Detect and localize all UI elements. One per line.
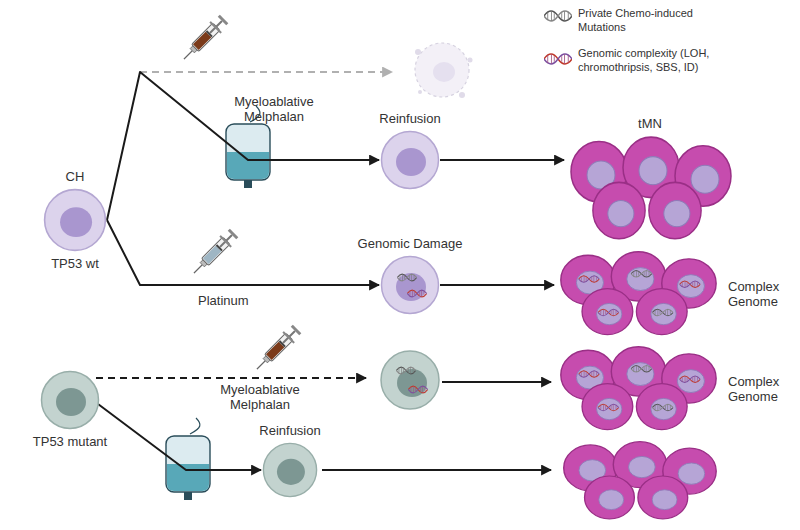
node-label: Genomic Damage bbox=[358, 236, 463, 251]
node-label: Reinfusion bbox=[259, 423, 320, 438]
damaged-mutant-cell bbox=[381, 351, 439, 409]
edge-label: Platinum bbox=[198, 293, 249, 308]
ch-cell: CHTP53 wt bbox=[43, 188, 107, 252]
tmn-cluster: Complex Genome bbox=[555, 345, 720, 433]
arrow bbox=[322, 469, 551, 471]
syringe bbox=[251, 323, 303, 375]
dashed-arrow bbox=[140, 71, 392, 73]
cell-shape bbox=[262, 442, 318, 498]
node-label: tMN bbox=[638, 116, 662, 131]
mutant-cell: TP53 mutant bbox=[40, 370, 100, 430]
dna-icon bbox=[544, 54, 572, 64]
connector bbox=[107, 72, 379, 220]
dashed-arrow bbox=[96, 377, 366, 379]
cell-shape bbox=[380, 255, 440, 315]
damaged-cell: Genomic Damage bbox=[380, 255, 440, 315]
cell-shape bbox=[43, 188, 107, 252]
cell-shape bbox=[40, 370, 100, 430]
drug-label: Myeloablative Melphalan bbox=[228, 94, 320, 124]
syringe bbox=[178, 13, 230, 65]
tmn-cluster bbox=[564, 442, 716, 519]
node-label: CH bbox=[66, 169, 85, 184]
tmn-cluster: Complex Genome bbox=[555, 250, 720, 338]
reinfused-cell: Reinfusion bbox=[380, 130, 440, 190]
node-label: Complex Genome bbox=[728, 374, 790, 404]
cluster-shape bbox=[555, 250, 720, 338]
cluster-shape bbox=[555, 345, 720, 433]
drug-label: Myeloablative Melphalan bbox=[214, 382, 306, 412]
connector bbox=[98, 404, 261, 470]
dead-cell bbox=[415, 43, 473, 98]
connector bbox=[440, 159, 564, 161]
legend-text: Private Chemo-induced Mutations bbox=[578, 6, 738, 34]
connector bbox=[440, 284, 554, 286]
reinfused-cell: Reinfusion bbox=[262, 442, 318, 498]
legend-text: Genomic complexity (LOH, chromothripsis,… bbox=[578, 46, 738, 74]
connector bbox=[107, 220, 379, 285]
dna-icon bbox=[544, 11, 572, 21]
node-label: Reinfusion bbox=[379, 111, 440, 126]
node-label: Complex Genome bbox=[728, 279, 790, 309]
cell-shape bbox=[380, 130, 440, 190]
node-label: TP53 wt bbox=[51, 256, 99, 271]
cluster-shape bbox=[565, 135, 735, 243]
arrow bbox=[442, 381, 551, 383]
tmn-cluster: tMN bbox=[565, 135, 735, 243]
node-label: TP53 mutant bbox=[33, 434, 107, 449]
syringe bbox=[188, 227, 240, 279]
